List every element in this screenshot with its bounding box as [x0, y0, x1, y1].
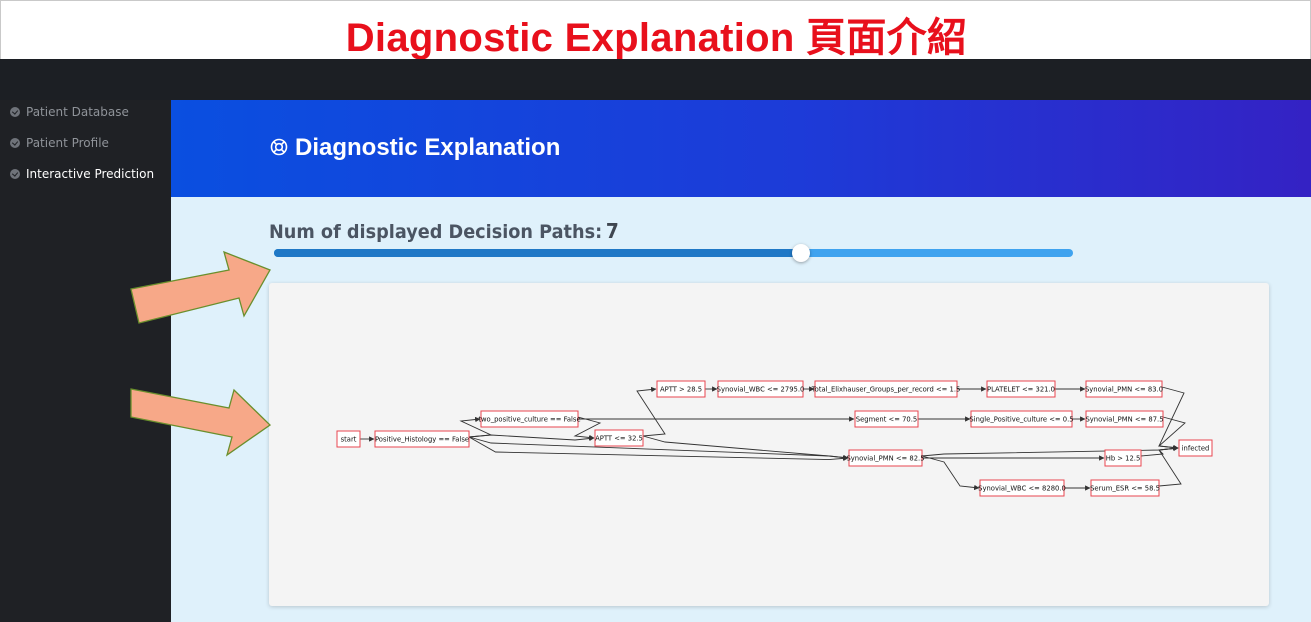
- graph-node-pmn83: Synovial_PMN <= 83.0: [1085, 380, 1163, 398]
- slider-thumb[interactable]: [792, 244, 811, 262]
- graph-node-label: Single_Positive_culture <= 0.5: [969, 416, 1073, 424]
- graph-edge: [636, 386, 666, 437]
- graph-node-label: Synovial_PMN <= 82.5: [846, 455, 924, 463]
- graph-node-label: PLATELET <= 321.0: [987, 386, 1055, 394]
- graph-node-label: start: [341, 436, 357, 444]
- slider-fill: [274, 249, 802, 257]
- slide-banner: Diagnostic Explanation 頁面介紹: [0, 0, 1311, 60]
- decision-graph: start Positive_Histology == False two_posi…: [336, 380, 1213, 497]
- sidebar-item-label: Patient Database: [26, 105, 129, 119]
- graph-node-label: Segment <= 70.5: [856, 416, 917, 424]
- graph-node-aptt-gt: APTT > 28.5: [656, 380, 706, 398]
- graph-node-aptt-le: APTT <= 32.5: [594, 429, 644, 447]
- graph-node-elix: Total_Elixhauser_Groups_per_record <= 1.…: [811, 380, 961, 398]
- graph-node-label: Synovial_PMN <= 83.0: [1085, 386, 1163, 394]
- banner-title: Diagnostic Explanation 頁面介紹: [345, 16, 968, 60]
- main-content: Diagnostic Explanation Num of displayed …: [171, 100, 1311, 622]
- graph-node-plt: PLATELET <= 321.0: [986, 380, 1056, 398]
- sidebar: Patient Database Patient Profile Interac…: [0, 100, 171, 622]
- check-circle-icon: [10, 169, 20, 179]
- lifebuoy-icon: [270, 138, 288, 156]
- graph-node-hb: Hb > 12.5: [1104, 449, 1142, 467]
- top-app-bar: [0, 59, 1311, 100]
- graph-node-label: two_positive_culture == False: [478, 416, 580, 424]
- graph-node-start: start: [336, 430, 361, 448]
- graph-node-pmn87: Synovial_PMN <= 87.5: [1085, 410, 1164, 428]
- graph-edge: [921, 455, 980, 491]
- slider-label: Num of displayed Decision Paths:7: [269, 219, 619, 243]
- graph-node-label: APTT <= 32.5: [595, 435, 643, 443]
- graph-node-label: Hb > 12.5: [1106, 455, 1141, 463]
- graph-node-esr: Serum_ESR <= 58.5: [1090, 479, 1160, 497]
- sidebar-item-patient-profile[interactable]: Patient Profile: [10, 133, 109, 153]
- slider-value: 7: [605, 219, 619, 243]
- graph-node-label: Positive_Histology == False: [375, 436, 469, 444]
- graph-node-label: infected: [1182, 445, 1210, 453]
- graph-node-label: Synovial_PMN <= 87.5: [1085, 416, 1163, 424]
- graph-node-single-pos: Single_Positive_culture <= 0.5: [969, 410, 1074, 428]
- annotation-arrow-slider: [130, 250, 271, 324]
- graph-node-wbc8280: Synovial_WBC <= 8280.0: [978, 479, 1066, 497]
- graph-node-seg: Segment <= 70.5: [854, 410, 919, 428]
- sidebar-item-label: Patient Profile: [26, 136, 109, 150]
- decision-paths-slider[interactable]: [274, 244, 1073, 262]
- graph-edge: [468, 436, 849, 462]
- graph-node-label: Total_Elixhauser_Groups_per_record <= 1.…: [811, 386, 961, 394]
- graph-edge: [573, 416, 602, 441]
- graph-edge: [468, 434, 595, 442]
- graph-node-pmn82: Synovial_PMN <= 82.5: [846, 449, 925, 467]
- graph-node-syn-wbc-le2795: Synovial_WBC <= 2795.0: [717, 380, 805, 398]
- graph-edge: [1157, 416, 1186, 451]
- graph-node-label: APTT > 28.5: [660, 386, 702, 394]
- graph-edge: [1158, 445, 1182, 487]
- check-circle-icon: [10, 138, 20, 148]
- graph-edge: [642, 435, 849, 461]
- page-title: Diagnostic Explanation: [295, 134, 561, 161]
- graph-node-label: Synovial_WBC <= 2795.0: [717, 386, 805, 394]
- annotation-arrow-graph: [130, 388, 272, 457]
- sidebar-item-label: Interactive Prediction: [26, 167, 155, 181]
- decision-graph-panel: start Positive_Histology == False two_posi…: [269, 283, 1269, 606]
- sidebar-item-interactive-prediction[interactable]: Interactive Prediction: [10, 164, 154, 184]
- graph-node-label: Synovial_WBC <= 8280.0: [978, 485, 1066, 493]
- page-header: Diagnostic Explanation: [171, 100, 1311, 197]
- check-circle-icon: [10, 107, 20, 117]
- graph-node-label: Serum_ESR <= 58.5: [1090, 485, 1160, 493]
- graph-node-infected: infected: [1178, 439, 1213, 457]
- graph-node-two-pos: two_positive_culture == False: [478, 410, 581, 428]
- sidebar-item-patient-database[interactable]: Patient Database: [10, 102, 129, 122]
- graph-node-pos-hist: Positive_Histology == False: [374, 430, 470, 448]
- slider-label-text: Num of displayed Decision Paths:: [269, 221, 603, 243]
